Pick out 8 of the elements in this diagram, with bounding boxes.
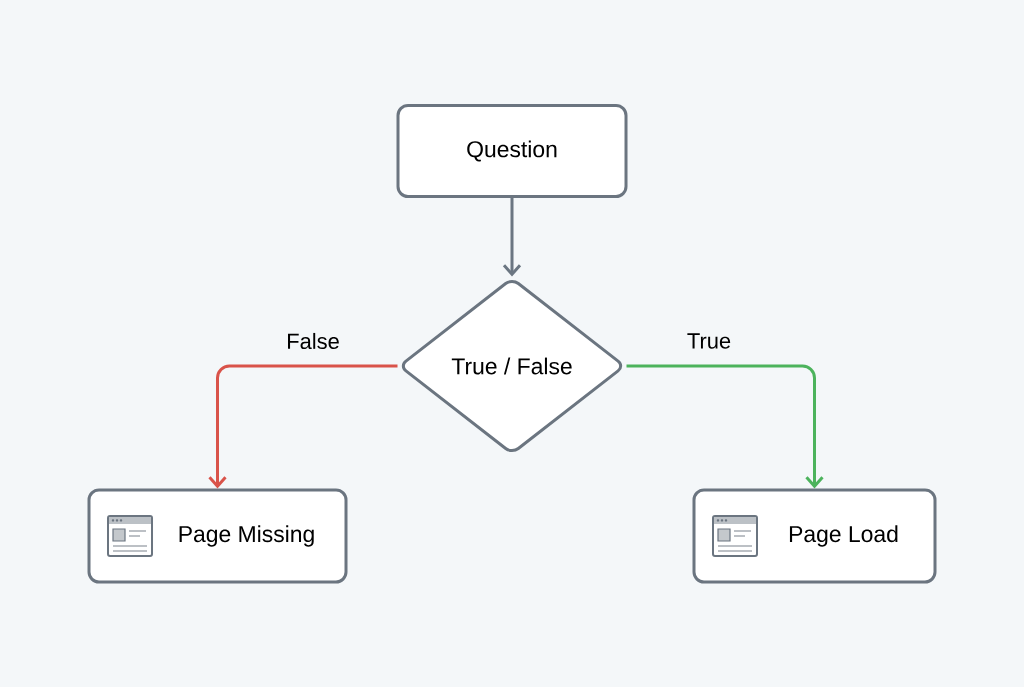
process-box: Page Load bbox=[692, 488, 937, 584]
arrow bbox=[626, 364, 824, 489]
edge-label: False bbox=[288, 332, 339, 350]
edge-label: True bbox=[687, 333, 731, 349]
arrow bbox=[502, 198, 522, 277]
process-box: Page Missing bbox=[87, 488, 348, 584]
process-box: Question bbox=[396, 104, 628, 198]
arrow bbox=[208, 364, 398, 489]
